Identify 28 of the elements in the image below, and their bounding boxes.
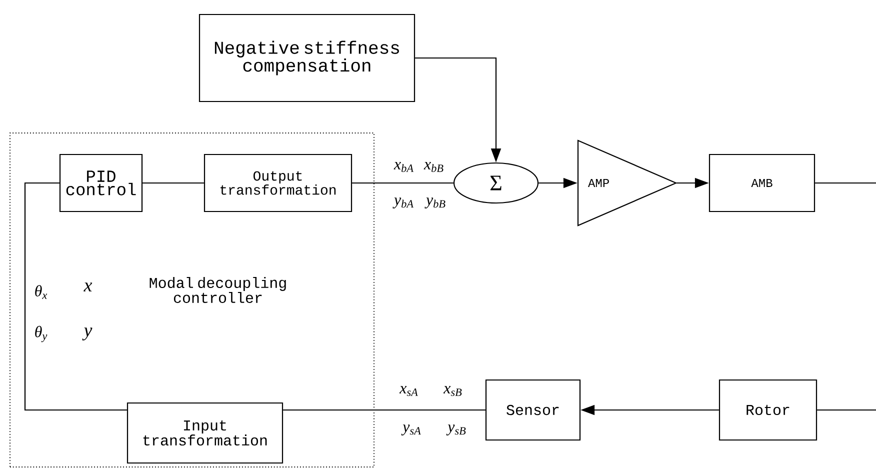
connector-line [352,182,454,184]
signal-label: y$_{sA}$ [401,424,421,436]
signal-label: x [84,282,92,292]
block-box: Output transformation [204,154,352,212]
block-box: Negative stiffness compensation [198,14,416,102]
block-box: PID control [59,154,143,212]
block-box: Sensor [485,379,581,441]
signal-label: y$_{sB}$ [446,424,466,436]
connector-line [142,182,204,184]
summing-junction: Σ [453,162,539,204]
connector-line [815,182,876,184]
signal-label: y$_{bB}$ [424,198,446,208]
signal-label: x$_{sB}$ [443,386,462,396]
signal-label: θ$_{y}$ [35,326,48,342]
connector-line [817,409,876,411]
frame-label: Modal decoupling controller [150,277,286,303]
signal-label: x$_{bA}$ [394,162,414,172]
signal-label: θ$_{x}$ [35,285,48,299]
block-box: Rotor [718,379,818,441]
signal-label: x$_{bB}$ [424,162,444,172]
signal-label: y$_{bA}$ [392,198,414,208]
amplifier-triangle: AMP [577,140,678,226]
connector-line [283,409,486,411]
block-box: AMB [708,154,816,212]
signal-label: y [82,328,92,340]
signal-label: x$_{sA}$ [399,386,418,396]
block-box: Input transformation [126,402,284,464]
connector-line [24,182,127,411]
